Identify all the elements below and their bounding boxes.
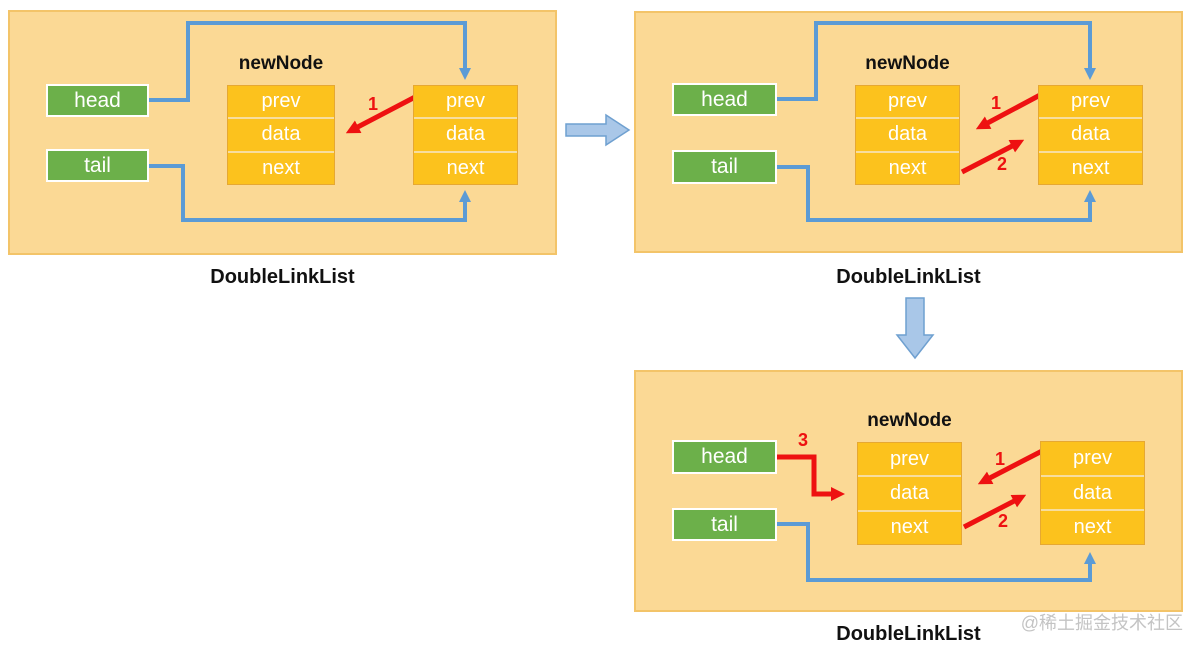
p1-newnode-data-cell: data bbox=[228, 119, 334, 151]
watermark-text: @稀土掘金技术社区 bbox=[1020, 613, 1183, 633]
p3-first-node: prev data next bbox=[1040, 441, 1145, 545]
p3-newnode-prev-cell: prev bbox=[858, 443, 961, 476]
p2-first-node-next-cell: next bbox=[1039, 152, 1142, 184]
p1-first-node-prev-cell: prev bbox=[414, 86, 517, 118]
p3-newnode-next-cell: next bbox=[858, 511, 961, 544]
p2-caption: DoubleLinkList bbox=[836, 266, 981, 288]
p3-first-node-data-cell: data bbox=[1041, 476, 1144, 510]
p1-step1-label: 1 bbox=[367, 93, 378, 114]
p2-first-node-data-cell: data bbox=[1039, 119, 1142, 151]
p1-first-node-next-cell: next bbox=[414, 152, 517, 184]
p1-tail-label: tail bbox=[84, 153, 111, 177]
p3-newnode-title: newNode bbox=[867, 410, 952, 431]
p1-first-node-data-cell: data bbox=[414, 119, 517, 151]
p2-step1-label: 1 bbox=[990, 92, 1001, 113]
p3-newnode: prev data next bbox=[857, 442, 962, 545]
p3-newnode-data-cell: data bbox=[858, 477, 961, 510]
p1-head-label: head bbox=[74, 88, 121, 112]
p2-first-node: prev data next bbox=[1038, 85, 1143, 185]
p3-step2-label: 2 bbox=[997, 510, 1008, 531]
p2-step2-label: 2 bbox=[996, 153, 1007, 174]
p1-caption: DoubleLinkList bbox=[210, 266, 355, 288]
flow-right-arrow-icon bbox=[565, 113, 631, 147]
p2-head-label: head bbox=[701, 87, 748, 111]
p2-tail-label: tail bbox=[711, 155, 738, 178]
p3-step1-label: 1 bbox=[994, 448, 1005, 469]
p3-caption: DoubleLinkList bbox=[836, 623, 981, 645]
p1-newnode-next-cell: next bbox=[228, 152, 334, 184]
p2-newnode: prev data next bbox=[855, 85, 960, 185]
p3-first-node-next-cell: next bbox=[1041, 511, 1144, 545]
p2-tail-box: tail bbox=[672, 150, 777, 184]
p3-tail-box: tail bbox=[672, 508, 777, 541]
p2-first-node-prev-cell: prev bbox=[1039, 86, 1142, 118]
p1-head-box: head bbox=[46, 84, 149, 117]
p1-tail-box: tail bbox=[46, 149, 149, 182]
p1-newnode: prev data next bbox=[227, 85, 335, 185]
flow-down-arrow-icon bbox=[895, 297, 935, 360]
p1-newnode-prev-cell: prev bbox=[228, 86, 334, 118]
p1-newnode-title: newNode bbox=[238, 53, 324, 74]
p3-head-box: head bbox=[672, 440, 777, 474]
p3-step3-label: 3 bbox=[797, 429, 808, 450]
p2-newnode-title: newNode bbox=[865, 53, 950, 74]
p3-tail-label: tail bbox=[711, 512, 738, 536]
p2-head-box: head bbox=[672, 83, 777, 116]
p1-first-node: prev data next bbox=[413, 85, 518, 185]
p2-newnode-next-cell: next bbox=[856, 152, 959, 184]
p2-newnode-data-cell: data bbox=[856, 119, 959, 151]
p2-newnode-prev-cell: prev bbox=[856, 86, 959, 118]
p3-first-node-prev-cell: prev bbox=[1041, 442, 1144, 475]
p3-head-label: head bbox=[701, 445, 748, 468]
